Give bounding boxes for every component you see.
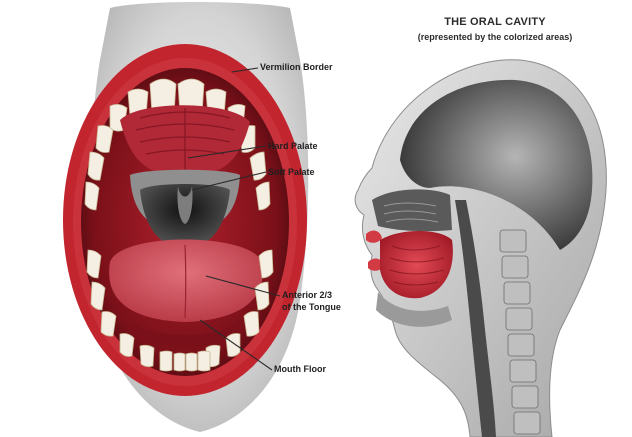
uvula <box>177 186 193 224</box>
pharynx <box>455 200 496 437</box>
leader-lines <box>187 67 281 371</box>
diagram-title: THE ORAL CAVITY <box>444 16 546 28</box>
lower-teeth <box>86 249 274 372</box>
cranial-cavity <box>400 79 593 251</box>
upper-lip-side <box>366 230 382 243</box>
label-vermilion-border: Vermilion Border <box>260 62 333 72</box>
mandible <box>376 292 452 327</box>
diagram-subtitle: (represented by the colorized areas) <box>417 32 573 42</box>
mouth-floor <box>130 320 240 348</box>
label-anterior-tongue-2: of the Tongue <box>282 302 341 312</box>
sagittal-head-illustration <box>354 59 607 437</box>
label-soft-palate: Soft Palate <box>268 167 315 177</box>
label-anterior-tongue-1: Anterior 2/3 <box>282 290 333 300</box>
open-mouth-illustration <box>63 2 309 432</box>
cervical-spine <box>499 229 541 435</box>
nasal-cavity <box>372 189 452 232</box>
label-mouth-floor: Mouth Floor <box>274 364 326 374</box>
label-hard-palate: Hard Palate <box>268 141 318 151</box>
